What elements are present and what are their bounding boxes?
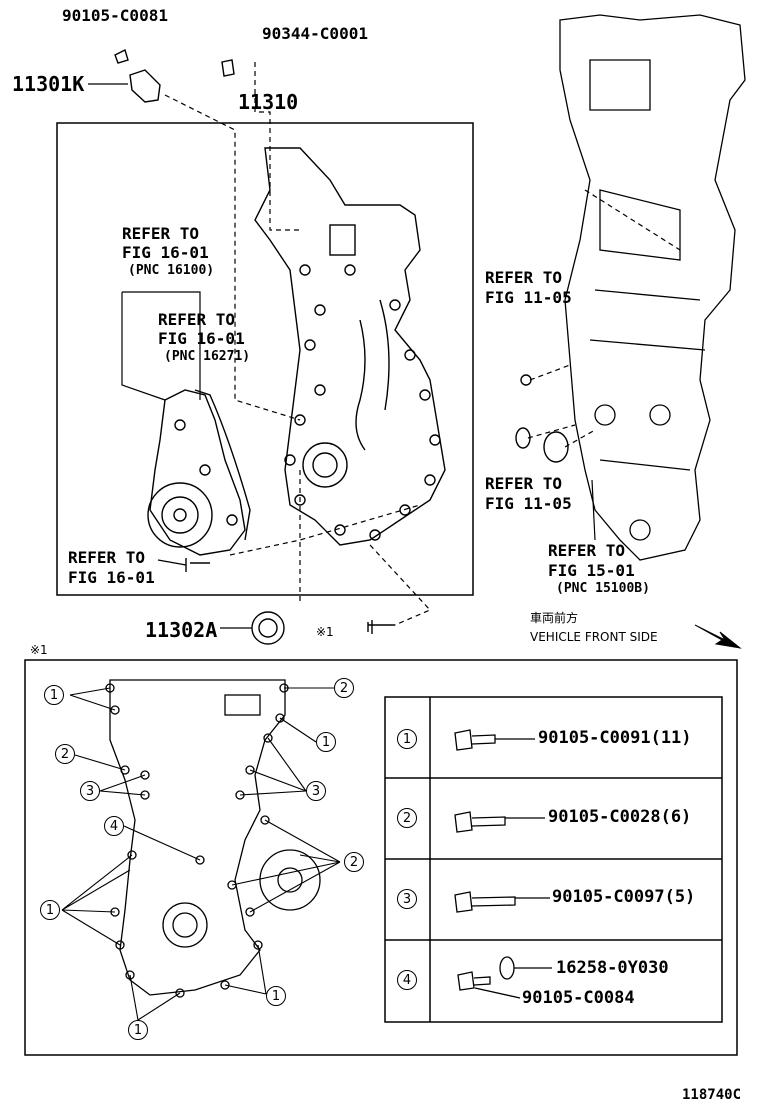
front-arrow-icon bbox=[694, 624, 742, 649]
pnc-label: (PNC 16271) bbox=[164, 349, 251, 364]
engine-block-drawing bbox=[559, 14, 746, 561]
part-number-label: 90344-C0001 bbox=[262, 24, 368, 43]
vehicle-front-jp: 車両前方 bbox=[530, 611, 579, 625]
note-mark: ※1 bbox=[316, 625, 334, 639]
callout-2: 2 bbox=[55, 744, 75, 764]
part-number-label: 11301K bbox=[12, 72, 85, 96]
refer-label: REFER TO bbox=[548, 541, 626, 560]
part-number-label: 90105-C0081 bbox=[62, 6, 168, 25]
bolt-2-icon bbox=[454, 811, 545, 833]
callout-3: 3 bbox=[306, 781, 326, 801]
callout-1: 1 bbox=[44, 685, 64, 705]
refer-label: REFER TO bbox=[122, 224, 200, 243]
callout-1: 1 bbox=[266, 986, 286, 1006]
legend-part-4b: 90105-C0084 bbox=[522, 988, 635, 1008]
legend-part-4a: 16258-0Y030 bbox=[556, 958, 669, 978]
callout-3: 3 bbox=[80, 781, 100, 801]
legend-part-3: 90105-C0097(5) bbox=[552, 887, 696, 907]
callout-2: 2 bbox=[334, 678, 354, 698]
callout-1: 1 bbox=[40, 900, 60, 920]
refer-label: REFER TO bbox=[485, 268, 563, 287]
refer-label: FIG 15-01 bbox=[548, 561, 635, 580]
inset-frame bbox=[56, 122, 474, 596]
refer-label: FIG 16-01 bbox=[122, 243, 209, 262]
bolt-1-icon bbox=[454, 729, 535, 751]
timing-cover-drawing bbox=[254, 147, 446, 546]
water-pump-drawing bbox=[147, 389, 251, 556]
figure-id: 118740C bbox=[682, 1087, 742, 1103]
callout-1: 1 bbox=[128, 1020, 148, 1040]
refer-label: REFER TO bbox=[68, 548, 146, 567]
legend-part-2: 90105-C0028(6) bbox=[548, 807, 692, 827]
bolt-4-icon bbox=[457, 956, 552, 999]
vehicle-front-en: VEHICLE FRONT SIDE bbox=[530, 630, 658, 644]
legend-num-1: 1 bbox=[397, 729, 417, 749]
part-number-label: 11310 bbox=[238, 90, 299, 114]
refer-label: REFER TO bbox=[158, 310, 236, 329]
oil-seal-drawing bbox=[251, 611, 285, 645]
refer-label: FIG 11-05 bbox=[485, 288, 572, 307]
refer-label: FIG 16-01 bbox=[158, 329, 245, 348]
detail-cover-drawing bbox=[105, 679, 321, 998]
part-number-label: 11302A bbox=[145, 618, 218, 642]
legend-num-2: 2 bbox=[397, 808, 417, 828]
note-mark: ※1 bbox=[30, 643, 48, 657]
detail-frame bbox=[24, 659, 738, 1056]
legend-part-1: 90105-C0091(11) bbox=[538, 728, 692, 748]
callout-1: 1 bbox=[316, 732, 336, 752]
callout-2: 2 bbox=[344, 852, 364, 872]
sensor-drawing bbox=[129, 69, 161, 103]
pnc-label: (PNC 15100B) bbox=[556, 581, 650, 596]
legend-num-3: 3 bbox=[397, 889, 417, 909]
callout-4: 4 bbox=[104, 816, 124, 836]
pnc-label: (PNC 16100) bbox=[128, 263, 215, 278]
refer-label: FIG 11-05 bbox=[485, 494, 572, 513]
refer-label: REFER TO bbox=[485, 474, 563, 493]
refer-label: FIG 16-01 bbox=[68, 568, 155, 587]
legend-num-4: 4 bbox=[397, 970, 417, 990]
bolt-3-icon bbox=[454, 891, 550, 913]
